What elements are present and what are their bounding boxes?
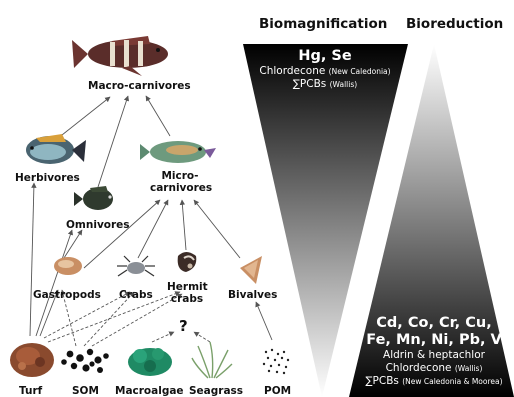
unknown-link-marker: ? <box>179 317 188 335</box>
arrow-micro-macro <box>146 96 170 136</box>
damselfish-icon <box>74 186 113 210</box>
macroalgae-icon <box>128 348 172 376</box>
label-hermit-crabs: Hermit crabs <box>167 281 207 305</box>
bioreduction-header: Bioreduction <box>406 16 503 32</box>
label-turf: Turf <box>19 385 42 397</box>
arrow-hermit-micro <box>182 200 186 250</box>
biored-aldrin: Aldrin & heptachlor <box>355 349 513 362</box>
arrow-herbivores-macro <box>62 97 110 135</box>
arrow-gastropods-micro <box>84 200 160 268</box>
cowrie-shell-icon <box>54 257 82 275</box>
arrow-bivalves-micro <box>194 200 240 258</box>
label-herbivores: Herbivores <box>15 172 80 184</box>
label-micro-carnivores: Micro- carnivores <box>150 170 210 194</box>
biomagnification-list: Hg, Se Chlordecone (New Caledonia) ∑PCBs… <box>245 48 405 91</box>
label-crabs: Crabs <box>119 289 153 301</box>
label-pom: POM <box>264 385 291 397</box>
label-seagrass: Seagrass <box>189 385 243 397</box>
label-macro-carnivores: Macro-carnivores <box>88 80 191 92</box>
arrow-crabs-micro <box>138 200 168 258</box>
biomag-pcbs: ∑PCBs (Wallis) <box>245 78 405 91</box>
pom-particles-icon <box>263 349 289 374</box>
biored-pcbs: ∑PCBs (New Caledonia & Moorea) <box>355 375 513 388</box>
som-particles-icon <box>61 349 109 373</box>
turf-icon <box>10 343 54 377</box>
biored-chlordecone: Chlordecone (Wallis) <box>355 362 513 375</box>
biored-elements-1: Cd, Co, Cr, Cu, <box>355 315 513 332</box>
biomag-chlordecone: Chlordecone (New Caledonia) <box>245 65 405 78</box>
label-macroalgae: Macroalgae <box>115 385 184 397</box>
label-omnivores: Omnivores <box>66 219 130 231</box>
arrow-turf-herbivores <box>30 183 34 336</box>
arrow-seagrass-unknown <box>194 332 210 342</box>
biored-elements-2: Fe, Mn, Ni, Pb, V <box>355 332 513 349</box>
wrasse-fish-icon <box>140 141 216 163</box>
bivalve-shell-icon <box>240 256 262 284</box>
arrow-pom-bivalves <box>256 302 272 340</box>
seagrass-icon <box>192 342 232 378</box>
biomagnification-header: Biomagnification <box>259 16 387 32</box>
arrow-turf-omnivores <box>36 230 72 336</box>
surgeonfish-icon <box>26 134 86 164</box>
label-bivalves: Bivalves <box>228 289 277 301</box>
arrow-gastropods-omnivores <box>64 230 82 258</box>
biomag-elements: Hg, Se <box>245 48 405 65</box>
hermit-crab-icon <box>178 252 197 272</box>
grouper-fish-icon <box>72 36 168 76</box>
label-gastropods: Gastropods <box>33 289 101 301</box>
arrow-macroalgae-unknown <box>152 332 174 342</box>
arrow-omnivores-macro <box>98 96 128 187</box>
label-som: SOM <box>72 385 99 397</box>
crab-icon <box>117 256 155 276</box>
bioreduction-list: Cd, Co, Cr, Cu, Fe, Mn, Ni, Pb, V Aldrin… <box>355 315 513 388</box>
